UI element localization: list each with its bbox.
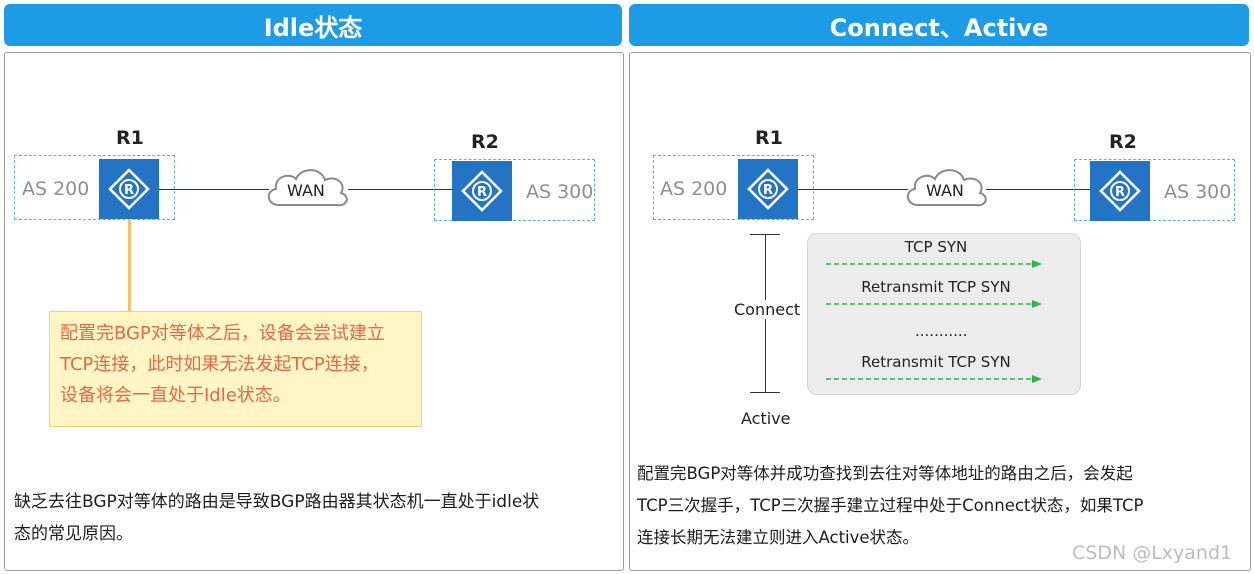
left-link-r1-wan <box>159 189 269 190</box>
right-r1-as-box <box>653 155 814 220</box>
syn-ellipsis: ........... <box>915 322 968 340</box>
syn-arrow-2 <box>826 300 1042 308</box>
syn-message-1: TCP SYN <box>904 238 968 256</box>
left-panel-title: Idle状态 <box>4 4 622 46</box>
right-r2-as-box <box>1074 159 1235 221</box>
left-r2-as-box <box>434 159 595 221</box>
right-r1-as-label: AS 200 <box>660 178 728 200</box>
router-icon: R <box>452 161 512 221</box>
svg-text:R: R <box>763 183 773 198</box>
left-r2-name: R2 <box>471 131 499 153</box>
right-r2-as-label: AS 300 <box>1164 181 1232 203</box>
router-icon: R <box>1090 161 1150 221</box>
right-r2-name: R2 <box>1109 131 1137 153</box>
cloud-icon <box>906 169 987 207</box>
right-description-line-3: 连接长期无法建立则进入Active状态。 <box>637 528 920 547</box>
callout-connector <box>128 219 131 311</box>
csdn-watermark: CSDN @Lxyand1 <box>1072 542 1233 564</box>
router-icon: R <box>738 159 798 219</box>
callout-line-1: 配置完BGP对等体之后，设备会尝试建立 <box>60 323 385 344</box>
connect-state-label: Connect <box>733 300 802 319</box>
callout-line-3: 设备将会一直处于Idle状态。 <box>60 385 291 406</box>
right-description: 配置完BGP对等体并成功查找到去往对等体地址的路由之后，会发起 TCP三次握手，… <box>637 458 1245 554</box>
right-description-line-1: 配置完BGP对等体并成功查找到去往对等体地址的路由之后，会发起 <box>637 464 1133 483</box>
syn-arrow-1 <box>826 260 1042 268</box>
right-r1-name: R1 <box>755 127 783 149</box>
right-link-wan-r2 <box>986 189 1090 190</box>
right-panel-title: Connect、Active <box>629 4 1249 46</box>
router-icon: R <box>99 159 159 219</box>
left-r1-as-box <box>14 155 175 220</box>
svg-text:R: R <box>124 183 134 198</box>
left-description-line-2: 态的常见原因。 <box>14 524 133 544</box>
syn-message-3: Retransmit TCP SYN <box>861 353 1011 371</box>
cloud-icon <box>267 169 348 207</box>
left-wan-label: WAN <box>287 181 325 200</box>
left-r2-as-label: AS 300 <box>526 181 594 203</box>
connect-timeline-bottom-tick <box>750 392 780 393</box>
right-link-r1-wan <box>798 189 908 190</box>
syn-message-2: Retransmit TCP SYN <box>861 278 1011 296</box>
left-description: 缺乏去往BGP对等体的路由是导致BGP路由器其状态机一直处于idle状 态的常见… <box>14 486 619 550</box>
idle-callout: 配置完BGP对等体之后，设备会尝试建立 TCP连接，此时如果无法发起TCP连接，… <box>49 311 422 427</box>
left-description-line-1: 缺乏去往BGP对等体的路由是导致BGP路由器其状态机一直处于idle状 <box>14 492 540 512</box>
syn-arrow-3 <box>826 375 1042 383</box>
svg-text:R: R <box>477 185 487 200</box>
tcp-syn-sequence-box <box>807 233 1081 395</box>
active-state-label: Active <box>741 409 791 428</box>
left-r1-name: R1 <box>116 127 144 149</box>
left-r1-as-label: AS 200 <box>22 178 90 200</box>
callout-line-2: TCP连接，此时如果无法发起TCP连接， <box>60 354 379 375</box>
svg-text:R: R <box>1115 185 1125 200</box>
right-description-line-2: TCP三次握手，TCP三次握手建立过程中处于Connect状态，如果TCP <box>637 496 1144 515</box>
left-link-wan-r2 <box>348 189 452 190</box>
right-wan-label: WAN <box>926 181 964 200</box>
